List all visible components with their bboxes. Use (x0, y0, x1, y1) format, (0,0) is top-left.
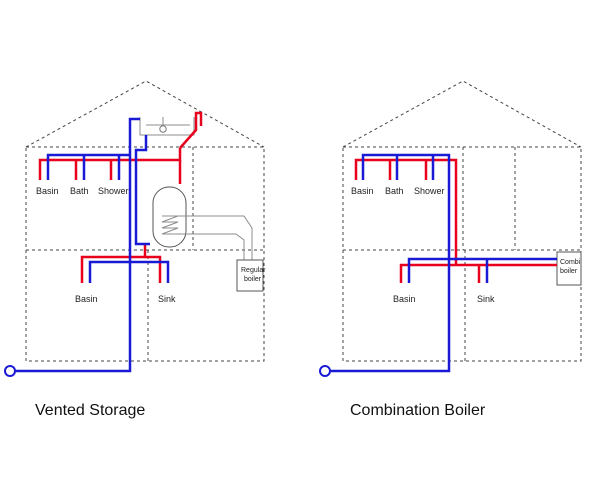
combi-boiler-label-1: Combi (560, 259, 581, 266)
vented-storage-diagram: Regular boiler Basin Bath Shower Basin S… (4, 80, 266, 419)
fixture-label-shower: Shower (414, 186, 445, 196)
fixture-label-sink: Sink (158, 294, 176, 304)
mains-inlet-icon (4, 365, 16, 377)
hot-upper-main (354, 158, 458, 265)
cold-drop-sink (130, 260, 170, 283)
house-walls (342, 146, 582, 362)
hot-vent-pipe (179, 111, 203, 149)
regular-boiler (236, 259, 264, 292)
cold-upper-main (46, 153, 130, 180)
fixture-label-bath: Bath (70, 186, 89, 196)
hot-lower-main (80, 245, 147, 283)
cold-mains-pipe (14, 117, 140, 373)
fixture-label-bath: Bath (385, 186, 404, 196)
regular-boiler-label-1: Regular (241, 267, 266, 274)
hot-water-cylinder (152, 186, 187, 248)
combi-boiler-label-2: boiler (560, 268, 578, 275)
mains-inlet-icon (319, 365, 331, 377)
fixture-label-basin-upper: Basin (36, 186, 59, 196)
fixture-label-basin-upper: Basin (351, 186, 374, 196)
fixture-label-shower: Shower (98, 186, 129, 196)
hot-drop-sink (145, 255, 162, 283)
caption-combination-boiler: Combination Boiler (350, 402, 486, 419)
cold-mains-pipe (330, 153, 451, 373)
regular-boiler-label-2: boiler (244, 276, 262, 283)
house-roof (342, 80, 582, 148)
ball-valve-icon (159, 125, 167, 133)
cold-lower-main (407, 257, 557, 283)
fixture-label-basin-lower: Basin (75, 294, 98, 304)
cold-lower-main (88, 260, 130, 283)
fixture-label-basin-lower: Basin (393, 294, 416, 304)
house-walls (25, 146, 265, 362)
cold-tank-feed (134, 135, 150, 246)
combi-boiler (556, 251, 582, 286)
fixture-label-sink: Sink (477, 294, 495, 304)
caption-vented-storage: Vented Storage (35, 402, 145, 419)
primary-flow-pipe (178, 215, 253, 260)
heating-coil (161, 215, 179, 235)
hot-lower-main (399, 263, 557, 283)
loft-tank-outline (139, 117, 195, 136)
combination-boiler-diagram: Combi boiler Basin Bath Shower Basin Sin… (319, 80, 582, 419)
primary-return-pipe (178, 233, 245, 260)
